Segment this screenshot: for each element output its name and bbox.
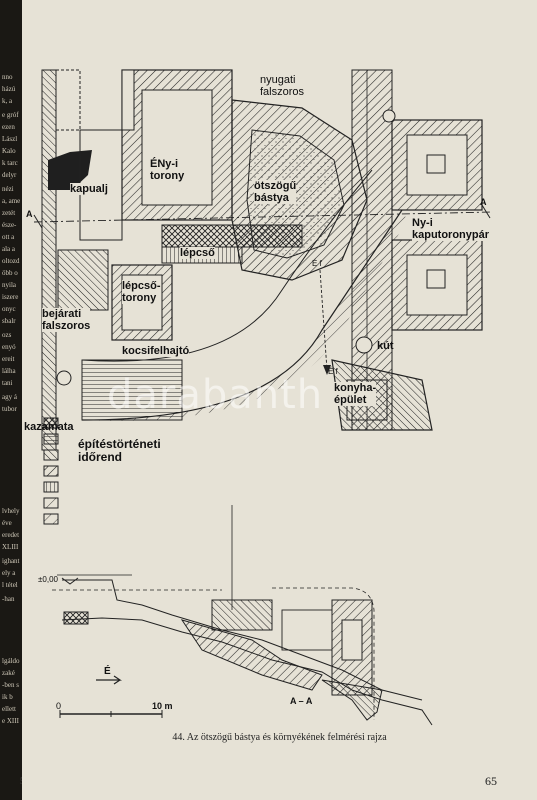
left-page-fragment: -ben s <box>2 681 19 689</box>
label-nyugati-falszoros: nyugati falszoros <box>260 74 305 98</box>
left-page-fragment: nézi <box>2 185 14 193</box>
left-page-fragment: e XIII <box>2 717 19 725</box>
left-page-number: 5 <box>20 776 22 786</box>
left-page-fragment: agy á <box>2 393 17 401</box>
left-page-fragment: ellett <box>2 705 16 713</box>
label-scale-end: 10 m <box>152 701 173 711</box>
left-page-fragment: l tétel <box>2 581 18 589</box>
left-page-fragment: házú <box>2 85 16 93</box>
label-lepcso: lépcső <box>180 247 215 259</box>
left-page-fragment: lgáldo <box>2 657 20 665</box>
label-cart-ramp: kocsifelhajtó <box>122 345 190 357</box>
cross-section-drawing <box>52 505 433 726</box>
label-section-aa: A – A <box>290 696 313 706</box>
left-page-fragment: sbalr <box>2 317 16 325</box>
left-page-fragment: e gróf <box>2 111 19 119</box>
left-page-fragment: tani <box>2 379 13 387</box>
left-page-fragment: lvhely <box>2 507 20 515</box>
gate-tower-pair <box>382 109 483 331</box>
label-entrance-zwinger: bejárati falszoros <box>42 308 91 332</box>
left-page-fragment: éve <box>2 519 12 527</box>
left-page-fragment: a, ame <box>2 197 21 205</box>
left-page-fragment: ezen <box>2 123 15 131</box>
left-page-fragment: Kalo <box>2 147 16 155</box>
left-page-fragment: XLIII <box>2 543 19 551</box>
label-gate-tower-pair: Ny-i kaputoronypár <box>412 217 490 241</box>
label-nw-tower: ÉNy-i torony <box>150 158 185 182</box>
left-page-fragment: ereit <box>2 355 15 363</box>
left-page-fragment: nno <box>2 73 13 81</box>
label-north: É <box>104 666 111 677</box>
left-page-fragment: ighant <box>2 557 20 565</box>
label-scale-start: 0 <box>56 701 62 711</box>
left-page-fragment: delyr <box>2 171 17 179</box>
label-kazamata: kazamata <box>24 421 74 433</box>
label-stair-tower: lépcső- torony <box>122 280 161 304</box>
label-section-a-left: A <box>26 209 33 219</box>
left-page-fragment: észe- <box>2 221 17 229</box>
left-page-fragment: ozs <box>2 331 12 339</box>
left-page-fragment: tubor <box>2 405 17 413</box>
label-pentagonal-bastion: ötszögű bástya <box>254 180 297 204</box>
legend-swatches <box>43 417 59 525</box>
left-page-fragment: ik b <box>2 693 13 701</box>
label-ef-upper: É f <box>312 259 322 268</box>
left-page-fragment: enyó <box>2 343 16 351</box>
left-page-fragment: zetét <box>2 209 16 217</box>
left-page-fragment: k, a <box>2 97 13 105</box>
nw-tower <box>121 69 233 221</box>
label-elevation: ±0,00 <box>38 575 58 584</box>
label-ef-lower: É f <box>328 367 338 376</box>
label-section-a-right: A <box>480 197 487 207</box>
left-page-fragment: nyila <box>2 281 16 289</box>
dark-patch <box>48 150 92 190</box>
legend-title: építéstörténeti időrend <box>78 437 161 464</box>
left-page-fragment: eredet <box>2 531 20 539</box>
figure-caption: 44. Az ötszögű bástya és környékének fel… <box>172 732 387 743</box>
survey-drawing <box>33 69 493 726</box>
label-kapualj: kapualj <box>70 183 108 195</box>
left-page-fragment: öbb o <box>2 269 18 277</box>
left-page-fragment: zaké <box>2 669 15 677</box>
left-page-fragment: k tarc <box>2 159 18 167</box>
left-page-fragment: iszere <box>2 293 19 301</box>
book-page: nyugati falszoros ÉNy-i torony kapualj ö… <box>22 0 537 800</box>
section-line <box>33 211 493 223</box>
left-page-fragment: -han <box>2 595 15 603</box>
label-kitchen-building: konyha- épület <box>334 382 377 406</box>
left-page-fragment: lálha <box>2 367 16 375</box>
label-well: kút <box>377 340 394 352</box>
well-mark <box>355 336 373 354</box>
left-page-fragment: ott a <box>2 233 15 241</box>
left-page-fragment: Lászl <box>2 135 18 143</box>
left-page-fragment: ely a <box>2 569 16 577</box>
left-page-fragment: oltozd <box>2 257 20 265</box>
left-page-fragment: onyc <box>2 305 16 313</box>
watermark: darabanth <box>107 372 324 418</box>
page-number: 65 <box>485 774 497 788</box>
left-page-fragment: ala a <box>2 245 16 253</box>
